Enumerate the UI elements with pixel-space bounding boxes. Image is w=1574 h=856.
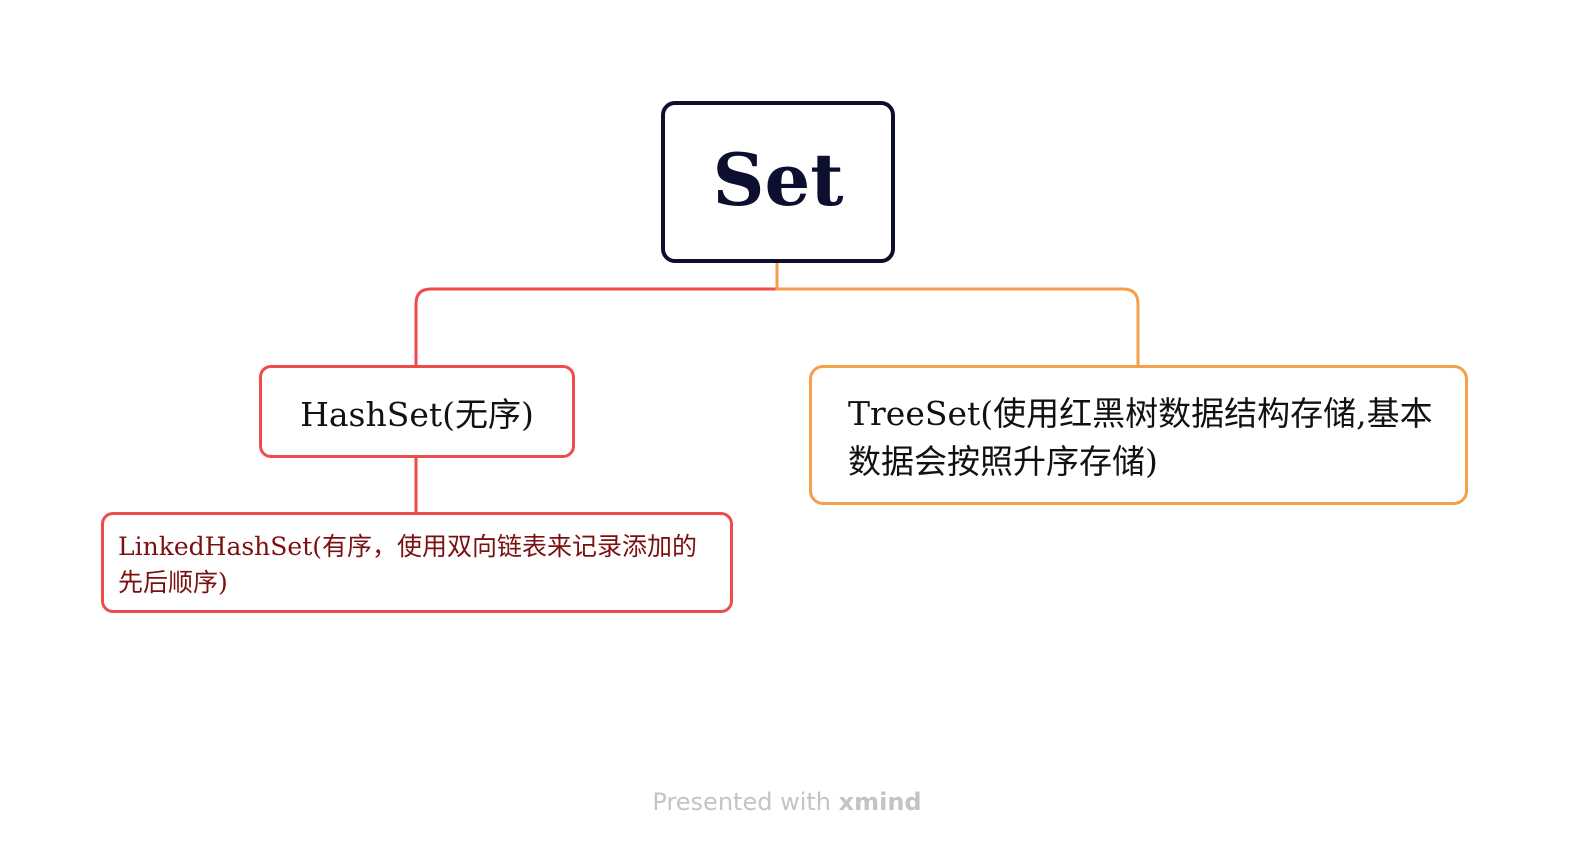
xmind-logo: xmind	[838, 788, 922, 816]
root-topic-set[interactable]: Set	[661, 101, 895, 263]
connector-root-to-treeset	[775, 263, 1140, 365]
topic-hashset[interactable]: HashSet(无序)	[259, 365, 575, 458]
footer-prefix: Presented with	[652, 788, 839, 816]
topic-linkedhashset[interactable]: LinkedHashSet(有序，使用双向链表来记录添加的先后顺序)	[101, 512, 733, 613]
footer-attribution: Presented with xmind	[0, 788, 1574, 816]
topic-hashset-label: HashSet(无序)	[300, 394, 534, 434]
topic-linkedhashset-label: LinkedHashSet(有序，使用双向链表来记录添加的先后顺序)	[118, 532, 698, 597]
topic-treeset-label: TreeSet(使用红黑树数据结构存储,基本数据会按照升序存储)	[848, 394, 1433, 481]
connector-root-to-hashset	[414, 263, 779, 365]
topic-treeset[interactable]: TreeSet(使用红黑树数据结构存储,基本数据会按照升序存储)	[809, 365, 1468, 505]
root-topic-label: Set	[712, 136, 844, 222]
